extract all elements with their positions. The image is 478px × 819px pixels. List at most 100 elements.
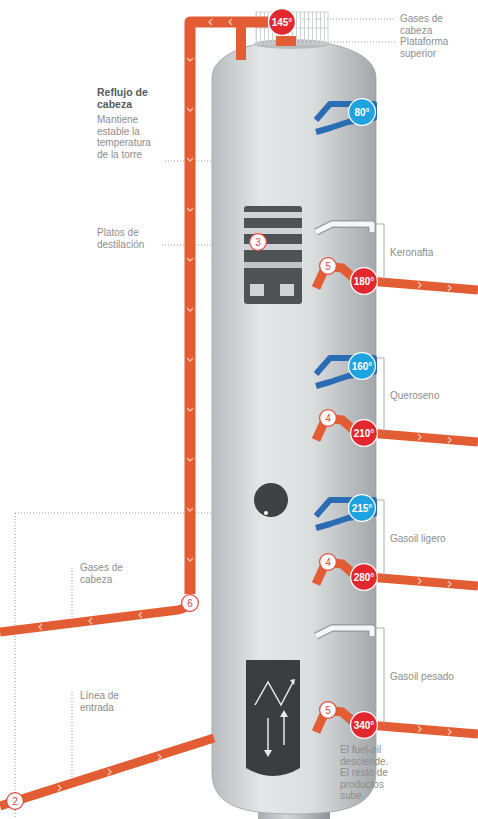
badge-shape (350, 563, 378, 591)
reflux-pipe (316, 104, 374, 132)
callout-circle (320, 410, 337, 427)
flow-chevron (187, 358, 193, 361)
leader-line (72, 692, 73, 782)
flow-arrow (267, 718, 269, 752)
annotation-label: Mantiene estable la temperatura de la to… (97, 114, 163, 160)
leader-line (15, 513, 266, 514)
product-pipe (316, 562, 478, 586)
node-text: 210° (354, 428, 375, 439)
temperature-badge: 210° (350, 419, 378, 447)
badge-shape (348, 352, 376, 380)
flow-chevron (108, 769, 111, 775)
temperature-circle (351, 420, 378, 447)
callout-number: 6 (181, 594, 199, 612)
badge-shape (6, 792, 24, 810)
node-text: 280° (354, 572, 375, 583)
flow-chevron (139, 612, 142, 618)
node-text: 3 (255, 237, 261, 248)
annotation-label: Queroseno (390, 390, 475, 402)
pipe-outline (316, 224, 372, 232)
temperature-badge: 160° (348, 352, 376, 380)
badge-shape (319, 553, 337, 571)
badge-shape (268, 8, 296, 36)
distillation-tray (244, 228, 302, 234)
cold-pipes (316, 104, 374, 528)
temperature-circle (349, 99, 376, 126)
annotation-label: Keronafta (390, 247, 475, 259)
distillation-tray (244, 212, 302, 218)
flow-arrow (255, 682, 293, 705)
leader-line (165, 161, 262, 162)
bottom-cutout (246, 660, 300, 776)
product-bracket (376, 358, 384, 434)
temperature-badge: 145° (268, 8, 296, 36)
product-bracket (376, 628, 384, 726)
badge-shape (350, 267, 378, 295)
callout-number: 4 (319, 409, 337, 427)
tray-cutout (244, 206, 302, 304)
node-text: 160° (352, 361, 373, 372)
node-text: 4 (325, 413, 331, 424)
flow-chevron (229, 19, 232, 25)
flow-chevron (187, 408, 193, 411)
heading-label: Reflujo de cabeza (97, 86, 157, 110)
pipe-outline (316, 628, 372, 636)
pumparound-pipe (316, 358, 374, 386)
leader-line (328, 42, 396, 43)
temperature-circle (351, 564, 378, 591)
pumparound-pipe (316, 500, 374, 528)
flow-chevron (448, 437, 451, 443)
arrow-head (280, 710, 288, 717)
badge-shape (319, 701, 337, 719)
callout-number: 5 (319, 701, 337, 719)
feed-pipe (0, 738, 214, 806)
badge-shape (181, 594, 199, 612)
annotation-label: Gases de cabeza (80, 562, 125, 585)
overhead-gas-pipe (0, 597, 190, 632)
product-pipe (316, 710, 478, 734)
flow-chevron (158, 754, 161, 760)
leader-line (298, 750, 336, 751)
annotation-label: Línea de entrada (80, 690, 135, 713)
stripping-pipe (316, 628, 372, 636)
node-text: 4 (325, 557, 331, 568)
flow-chevron (448, 285, 451, 291)
flow-chevron (418, 578, 421, 584)
flow-arrow (283, 715, 285, 745)
stripping-pipe (316, 224, 372, 232)
tray-cap (280, 284, 294, 296)
flow-chevron (418, 726, 421, 732)
flow-chevron (187, 158, 193, 161)
badge-shape (348, 98, 376, 126)
annotation-label: Gases de cabeza (400, 13, 460, 36)
node-text: 180° (354, 276, 375, 287)
annotation-label: Gasoil ligero (390, 533, 475, 545)
pipe-connector (190, 22, 268, 594)
node-text: 2 (12, 796, 18, 807)
platform-base (254, 39, 330, 49)
callout-number: 5 (319, 257, 337, 275)
flow-chevron (187, 558, 193, 561)
tray-cap (250, 284, 264, 296)
flow-chevron (448, 581, 451, 587)
node-text: 5 (325, 261, 331, 272)
node-text: 340° (354, 720, 375, 731)
product-pipe (316, 266, 478, 290)
annotation-label: Plataforma superior (400, 36, 460, 59)
flow-chevron (187, 458, 193, 461)
temperature-badge: 80° (348, 98, 376, 126)
distillation-tray (244, 244, 302, 250)
steam-pipes (316, 224, 372, 636)
flow-chevron (187, 58, 193, 61)
overhead-nozzle (236, 20, 246, 60)
temperature-circle (351, 268, 378, 295)
platform-railing (256, 28, 328, 29)
node-text: 80° (354, 107, 369, 118)
badge-shape (319, 257, 337, 275)
leader-line (300, 19, 396, 20)
